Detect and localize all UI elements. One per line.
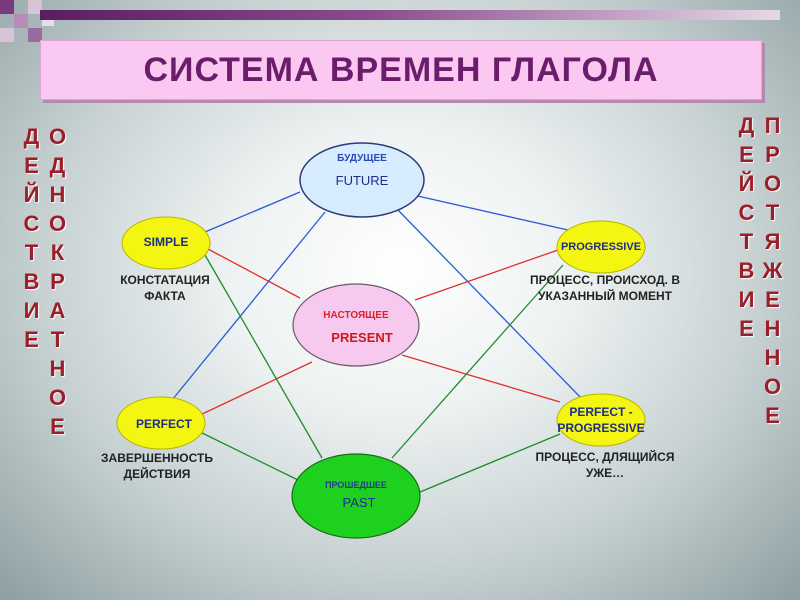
future-en-label: FUTURE	[335, 173, 389, 188]
progressive-ellipse	[556, 220, 646, 274]
line-present-progressive	[414, 249, 559, 301]
line-past-perfect	[195, 429, 299, 481]
perfect-progressive-desc-line-1: ПРОЦЕСС, ДЛЯЩИЙСЯ	[535, 450, 675, 464]
simple-ellipse	[121, 216, 211, 270]
progressive-desc-line-2: УКАЗАННЫЙ МОМЕНТ	[537, 289, 672, 303]
simple-desc-line-2: ФАКТА	[144, 289, 186, 303]
past-ru-label: ПРОШЕДШЕЕ	[325, 480, 387, 490]
simple-label: SIMPLE	[143, 235, 189, 249]
present-en-label: PRESENT	[331, 330, 393, 345]
perfect-description: ЗАВЕРШЕННОСТЬ ДЕЙСТВИЯ	[82, 450, 232, 482]
line-past-progressive	[391, 264, 564, 459]
simple-desc-line-1: КОНСТАТАЦИЯ	[120, 273, 210, 287]
perfect-label: PERFECT	[135, 417, 192, 431]
perfect-progressive-description: ПРОЦЕСС, ДЛЯЩИЙСЯ УЖЕ…	[515, 449, 695, 481]
line-present-perfect	[197, 361, 313, 417]
perfect-desc-line-1: ЗАВЕРШЕННОСТЬ	[101, 451, 213, 465]
perfect-progressive-label-line-2: PROGRESSIVE	[557, 421, 645, 435]
present-ru-label: НАСТОЯЩЕЕ	[323, 310, 389, 321]
line-future-perfect-progressive	[397, 209, 586, 403]
past-ellipse	[291, 453, 421, 539]
header-bar	[40, 10, 780, 20]
corner-square-3	[28, 0, 42, 14]
perfect-desc-line-2: ДЕЙСТВИЯ	[123, 467, 191, 481]
progressive-description: ПРОЦЕСС, ПРОИСХОД. В УКАЗАННЫЙ МОМЕНТ	[515, 272, 695, 304]
perfect-progressive-label-line-1: PERFECT -	[569, 405, 633, 419]
future-ru-label: БУДУЩЕЕ	[337, 153, 387, 164]
title-box: СИСТЕМА ВРЕМЕН ГЛАГОЛА	[40, 40, 762, 100]
slide-title: СИСТЕМА ВРЕМЕН ГЛАГОЛА	[143, 50, 659, 89]
corner-square-4	[0, 28, 14, 42]
progressive-desc-line-1: ПРОЦЕСС, ПРОИСХОД. В	[530, 273, 680, 287]
line-future-progressive	[399, 191, 569, 231]
right-vertical-label: ПРОТЯЖЕННОЕ ДЕЙСТВИЕ	[734, 113, 785, 432]
perfect-progressive-desc-line-2: УЖЕ…	[585, 466, 625, 480]
progressive-label: PROGRESSIVE	[560, 241, 642, 253]
simple-description: КОНСТАТАЦИЯ ФАКТА	[90, 272, 240, 304]
line-future-perfect	[167, 211, 326, 406]
line-past-perfect-progressive	[419, 433, 561, 493]
corner-square-1	[0, 0, 14, 14]
perfect-ellipse	[116, 396, 206, 450]
present-ellipse	[292, 283, 420, 367]
line-present-simple	[207, 248, 301, 299]
perfect-progressive-ellipse	[556, 393, 646, 447]
line-present-perfect-progressive	[401, 354, 561, 403]
future-ellipse	[299, 142, 425, 218]
left-vertical-label: ОДНОКРАТНОЕ ДЕЙСТВИЕ	[19, 124, 70, 443]
line-past-simple	[204, 254, 323, 459]
corner-square-5	[28, 28, 42, 42]
line-future-simple	[204, 191, 301, 233]
corner-square-2	[14, 14, 28, 28]
perfect-progressive-label: PERFECT - PROGRESSIVE	[552, 404, 650, 436]
past-en-label: PAST	[342, 495, 376, 510]
